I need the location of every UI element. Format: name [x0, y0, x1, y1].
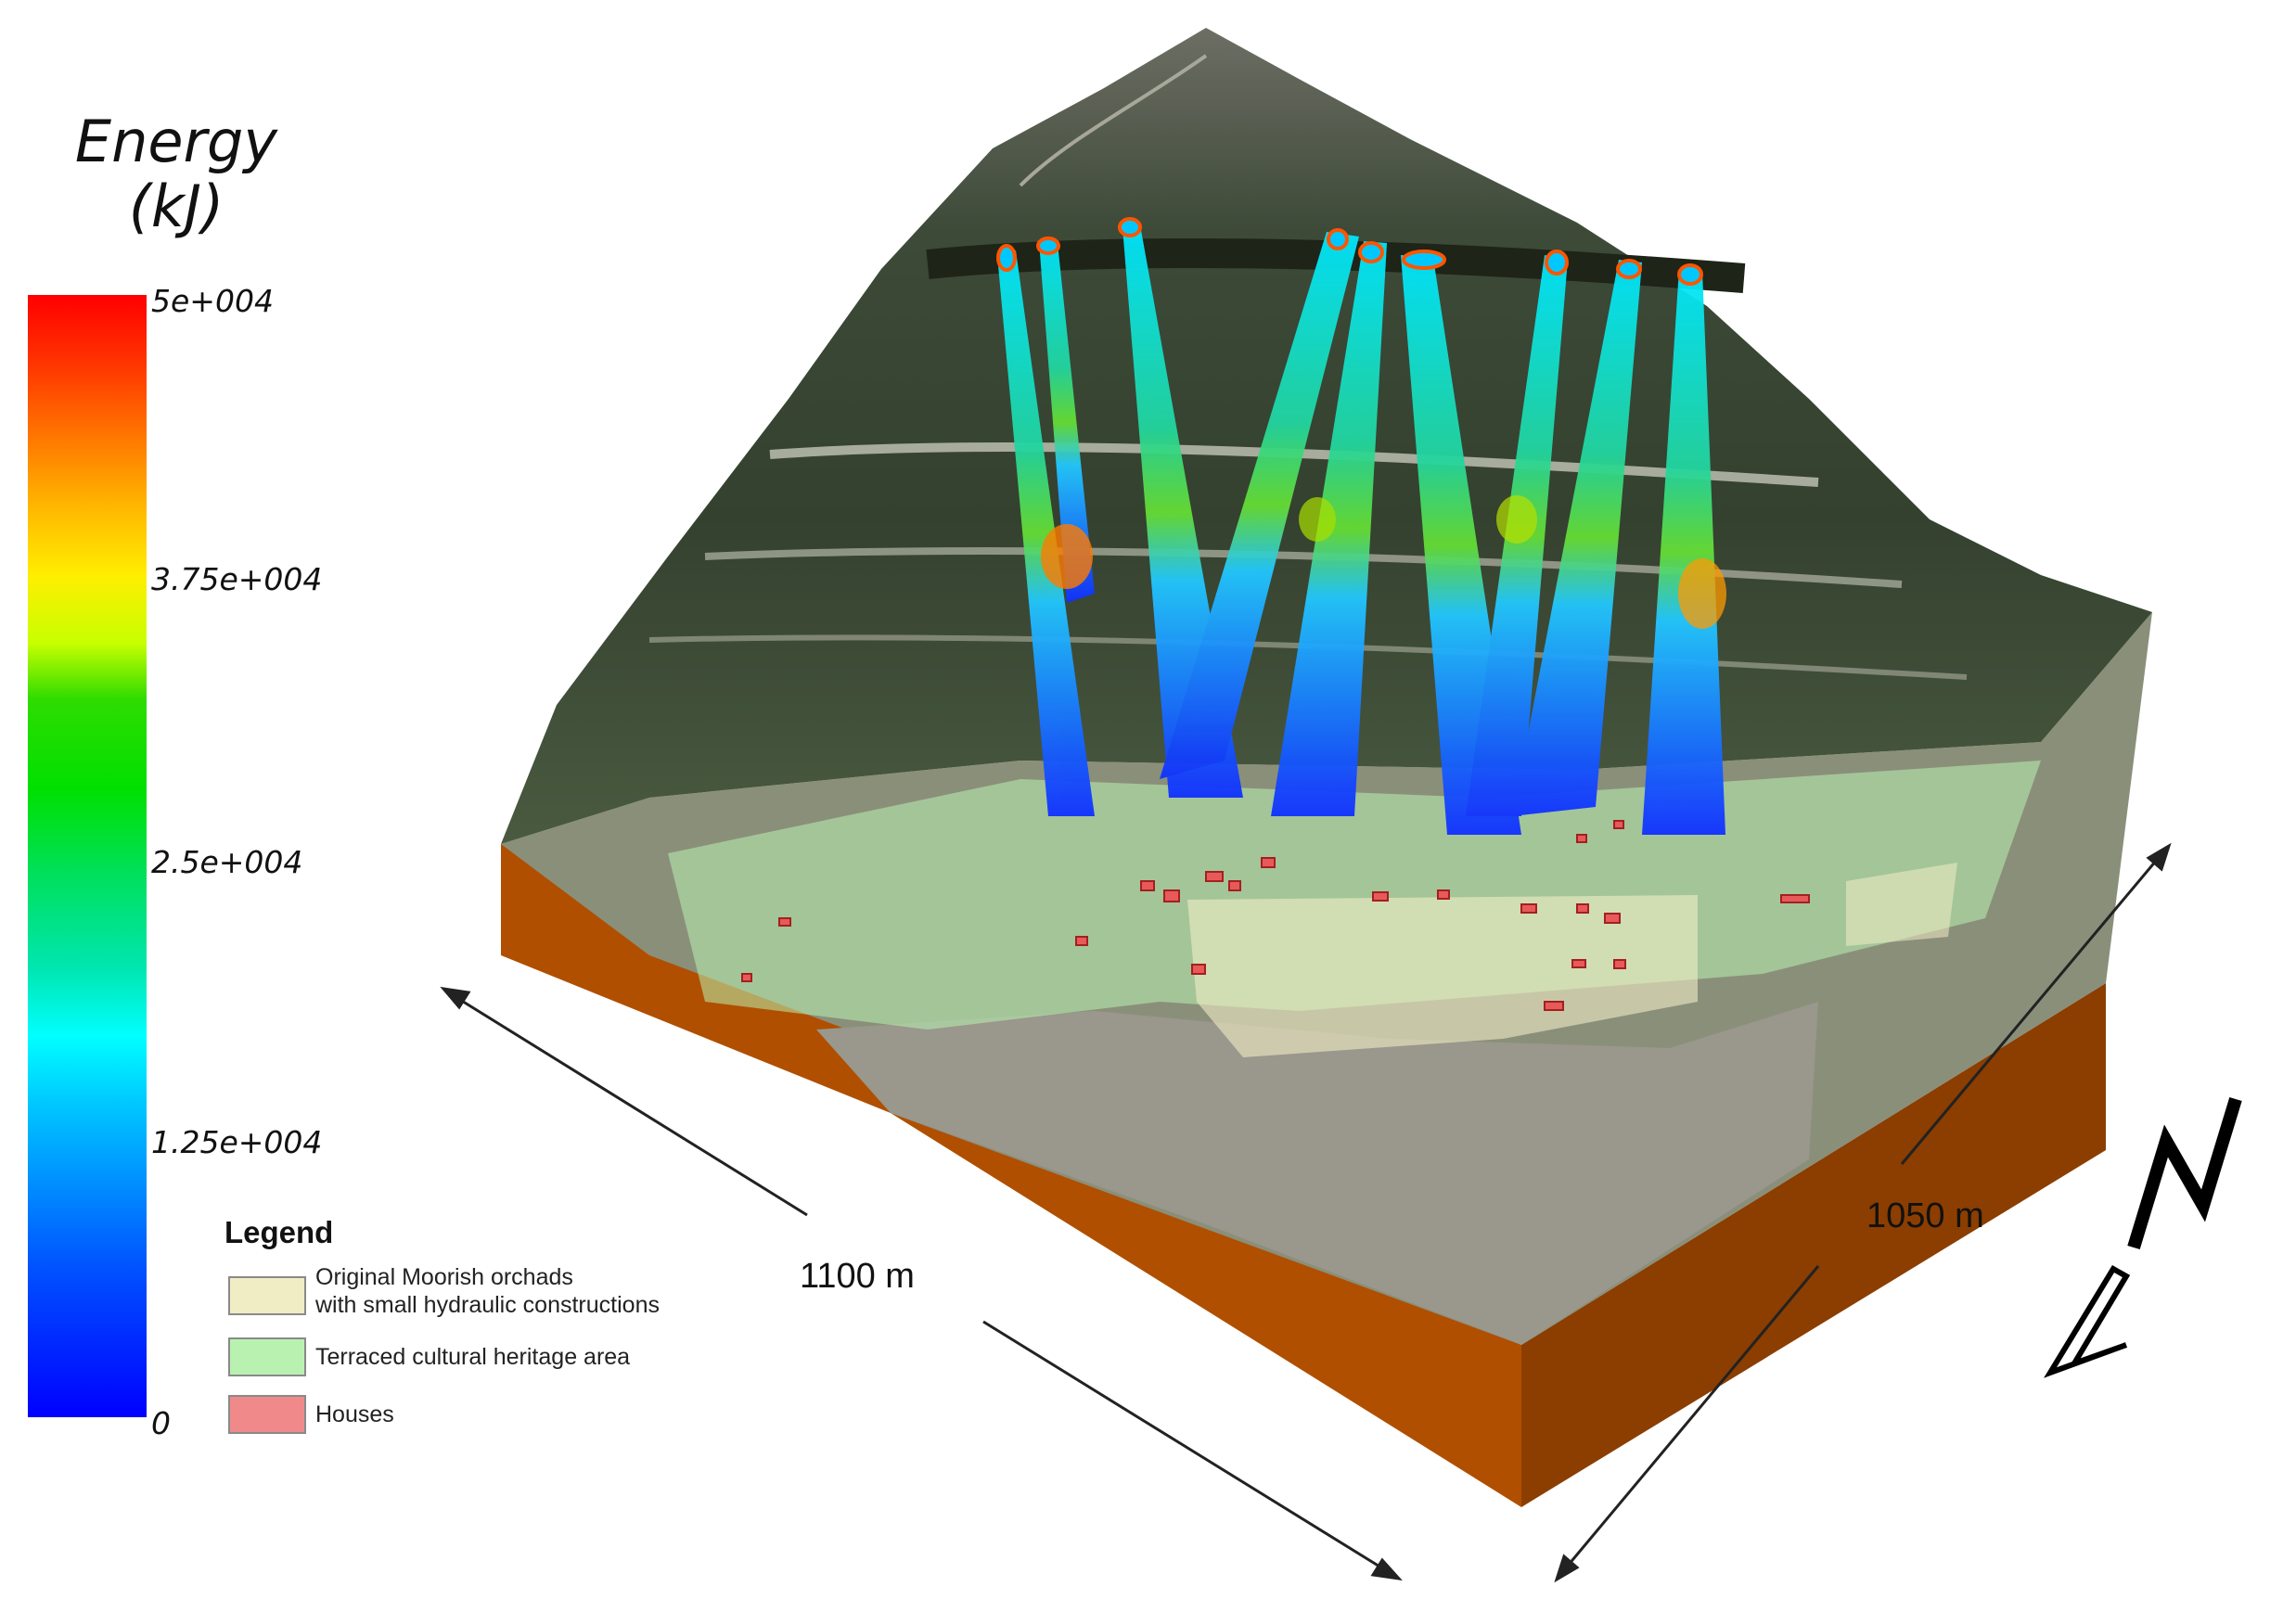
- colorbar-title-line2: (kJ): [128, 173, 224, 240]
- terrain-front-right-face: [1521, 983, 2106, 1507]
- release-zone-3: [1118, 217, 1142, 237]
- energy-hotspot-4: [1299, 497, 1336, 542]
- house: [1544, 1001, 1564, 1011]
- energy-hotspot-3: [1496, 495, 1537, 544]
- house: [1571, 959, 1586, 968]
- legend-label-houses: Houses: [315, 1401, 394, 1427]
- map-legend: Legend Original Moorish orchads with sma…: [224, 1215, 744, 1451]
- house: [1613, 959, 1626, 969]
- trajectory-4: [1160, 232, 1359, 779]
- terrain-front-left-face: [501, 844, 1521, 1507]
- colorbar-tick-zero: 0: [151, 1405, 171, 1441]
- house: [1228, 880, 1241, 891]
- house: [1604, 913, 1621, 924]
- north-arrow-icon: [2043, 1096, 2242, 1378]
- depth-dimension-label: 1050 m: [1866, 1196, 1984, 1235]
- release-zone-5: [1358, 241, 1384, 263]
- house: [1205, 871, 1224, 882]
- legend-swatch-terraced: [228, 1337, 306, 1376]
- legend-item-orchards: Original Moorish orchads with small hydr…: [224, 1263, 744, 1336]
- colorbar-title-line1: Energy: [74, 108, 278, 175]
- north-arrow-n: [2127, 1096, 2242, 1250]
- energy-hotspot-2: [1678, 558, 1726, 629]
- cliff-band-lower2: [648, 634, 1968, 680]
- house: [1613, 820, 1624, 829]
- house: [1191, 964, 1206, 975]
- colorbar-tick-25: 2.5e+004: [151, 844, 303, 880]
- cliff-band-middle: [769, 441, 1819, 487]
- release-zone-8: [1616, 259, 1642, 279]
- legend-swatch-orchards: [228, 1276, 306, 1315]
- legend-item-terraced: Terraced cultural heritage area: [224, 1336, 744, 1393]
- colorbar-tick-max: 5e+004: [151, 283, 274, 319]
- release-zones: [996, 217, 1703, 286]
- energy-colorbar: [28, 295, 147, 1417]
- trajectory-8: [1512, 260, 1642, 816]
- house: [1163, 889, 1180, 902]
- house: [778, 917, 791, 927]
- release-zone-7: [1545, 249, 1569, 275]
- legend-label-orchards-line2: with small hydraulic constructions: [315, 1292, 660, 1318]
- house: [1576, 903, 1589, 914]
- moorish-orchards-area-east: [1846, 863, 1957, 946]
- width-dimension-label: 1100 m: [800, 1257, 915, 1296]
- north-arrow-head: [2043, 1264, 2131, 1378]
- legend-label-orchards-line1: Original Moorish orchads: [315, 1264, 573, 1290]
- legend-title: Legend: [224, 1215, 334, 1249]
- mountain-ridge-trail: [1019, 54, 1208, 187]
- house: [1140, 880, 1155, 891]
- release-zone-9: [1677, 263, 1703, 286]
- colorbar-tick-375: 3.75e+004: [151, 561, 323, 597]
- house: [1075, 936, 1088, 946]
- house: [741, 973, 752, 982]
- depth-dimension-arrow: [1554, 842, 2172, 1583]
- release-zone-6: [1402, 249, 1446, 270]
- houses: [741, 820, 1810, 1011]
- trajectory-2: [1039, 241, 1095, 603]
- release-zone-4: [1327, 228, 1349, 250]
- house: [1576, 834, 1587, 843]
- release-zone-1: [996, 244, 1017, 272]
- house: [1261, 857, 1276, 868]
- trajectory-1: [997, 250, 1095, 816]
- colorbar-title: Energy (kJ): [37, 109, 315, 239]
- moorish-orchards-area: [1187, 895, 1698, 1057]
- release-zone-2: [1036, 237, 1060, 255]
- house: [1437, 889, 1450, 900]
- trajectory-9: [1642, 269, 1725, 835]
- legend-swatch-houses: [228, 1395, 306, 1434]
- legend-label-terraced: Terraced cultural heritage area: [315, 1344, 631, 1370]
- colorbar-tick-125: 1.25e+004: [151, 1124, 323, 1160]
- house: [1780, 894, 1810, 903]
- house: [1520, 903, 1537, 914]
- legend-item-houses: Houses: [224, 1393, 744, 1451]
- width-dimension-arrow: [440, 986, 1403, 1581]
- town-area: [816, 1002, 1818, 1345]
- energy-hotspot-1: [1041, 524, 1093, 589]
- house: [1372, 891, 1389, 902]
